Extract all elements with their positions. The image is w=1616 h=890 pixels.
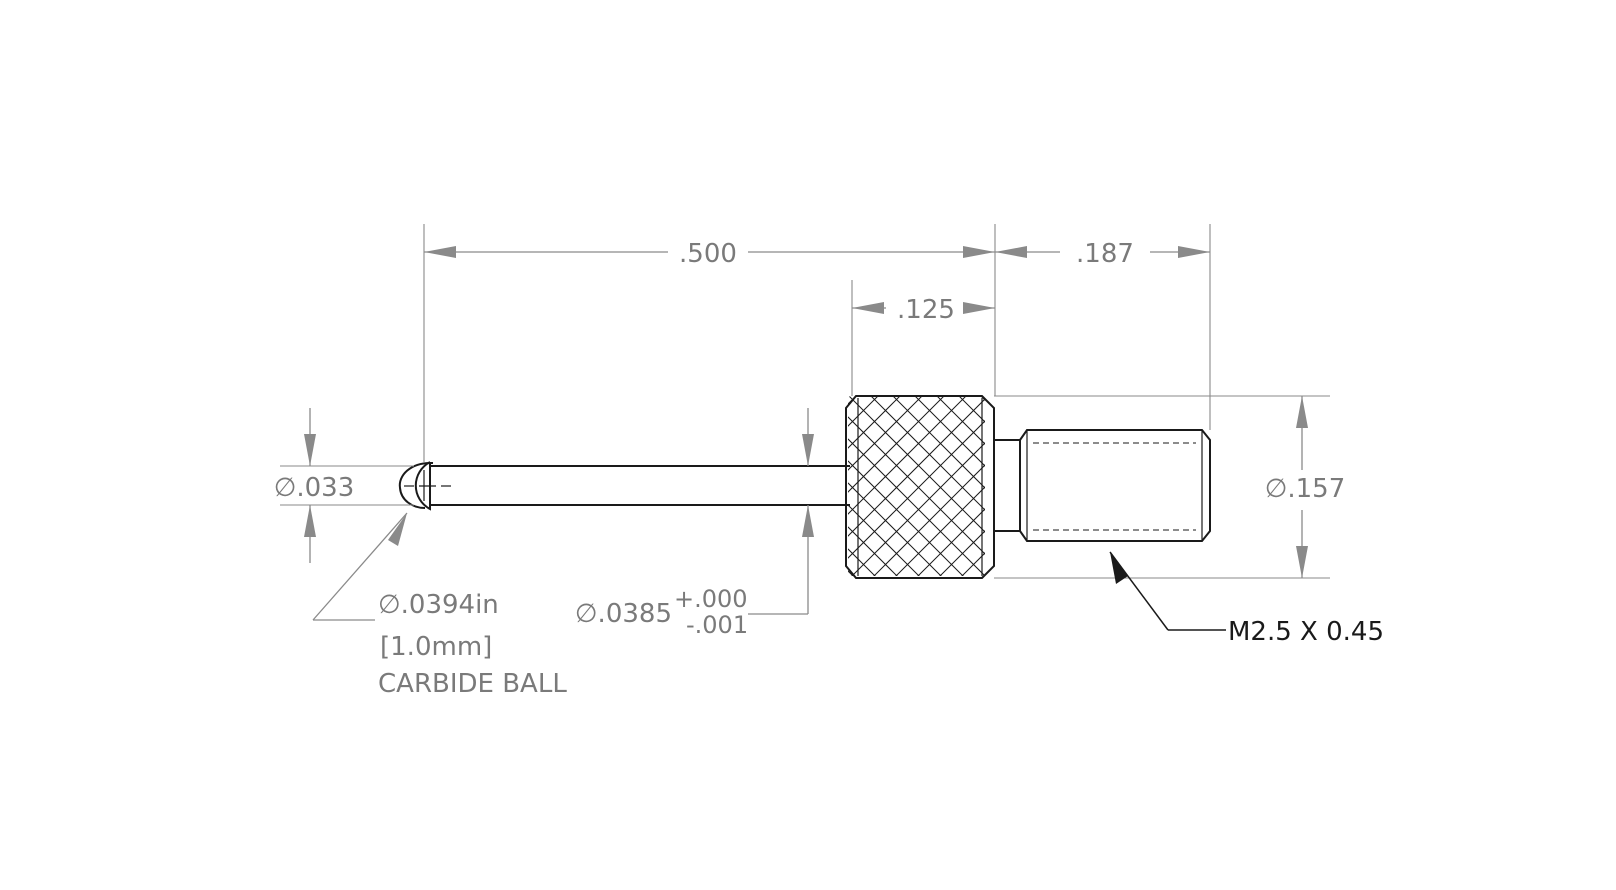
thread-callout: M2.5 X 0.45 [1109,551,1384,647]
knurl-line [848,396,907,576]
knurl-line [848,396,929,576]
knurl-line [645,390,840,585]
stem-tolerance-lower: -.001 [686,611,748,639]
knurl-line [908,396,985,576]
knurl-line [974,396,985,576]
stylus-part [398,390,1280,585]
knurl-line [848,396,985,576]
knurl-line [1063,390,1258,585]
knurl-line [1019,390,1214,585]
knurl-line [848,396,885,576]
knurl-length-label: .125 [897,295,955,325]
threaded-portion [1019,429,1211,542]
knurl-line [848,396,985,576]
dimension-body-diameter: ∅.157 [994,395,1346,579]
ball-diameter-label: ∅.033 [274,473,355,503]
knurl-line [1085,390,1280,585]
dimension-ball-diameter: ∅.033 [274,408,414,563]
dimension-stem-diameter: ∅.0385 +.000 -.001 [575,408,814,639]
ball-center-mark [404,470,451,501]
ball-callout-size-in: ∅.0394in [378,590,499,620]
knurl-line [1063,390,1258,585]
dimension-overall-length: .500 [423,224,996,462]
carbide-ball-cap [398,461,434,509]
thread-length-label: .187 [1076,239,1134,269]
knurl-line [1041,390,1236,585]
stem [429,462,850,509]
knurl-line [908,396,985,576]
knurl-line [848,396,973,576]
knurl-line [645,390,840,585]
knurl-line [848,396,985,576]
knurl-line [848,396,863,576]
knurl-line [848,396,907,576]
knurled-body [645,390,1280,585]
knurl-line [1085,390,1280,585]
knurl-line [974,396,985,576]
knurl-line [848,396,951,576]
thread-callout-label: M2.5 X 0.45 [1228,617,1384,647]
dimension-thread-length: .187 [995,224,1211,430]
ball-callout-material: CARBIDE BALL [378,669,567,699]
knurl-line [848,396,863,576]
knurl-pattern [645,390,1280,585]
knurl-line [848,396,885,576]
stem-tolerance-upper: +.000 [674,585,748,613]
neck [994,439,1020,532]
dimension-knurl-length: .125 [851,280,995,396]
knurl-line [864,396,985,576]
knurl-line [997,390,1192,585]
body-diameter-label: ∅.157 [1265,474,1346,504]
knurl-line [930,396,985,576]
ball-callout-size-mm: [1.0mm] [380,632,492,662]
knurl-line [1019,390,1214,585]
overall-length-label: .500 [679,239,737,269]
knurl-line [930,396,985,576]
knurl-line [848,396,929,576]
knurl-line [886,396,985,576]
knurl-line [1041,390,1236,585]
stem-diameter-label: ∅.0385 [575,599,672,629]
knurl-line [997,390,1192,585]
ball-callout: ∅.0394in [1.0mm] CARBIDE BALL [312,512,567,699]
